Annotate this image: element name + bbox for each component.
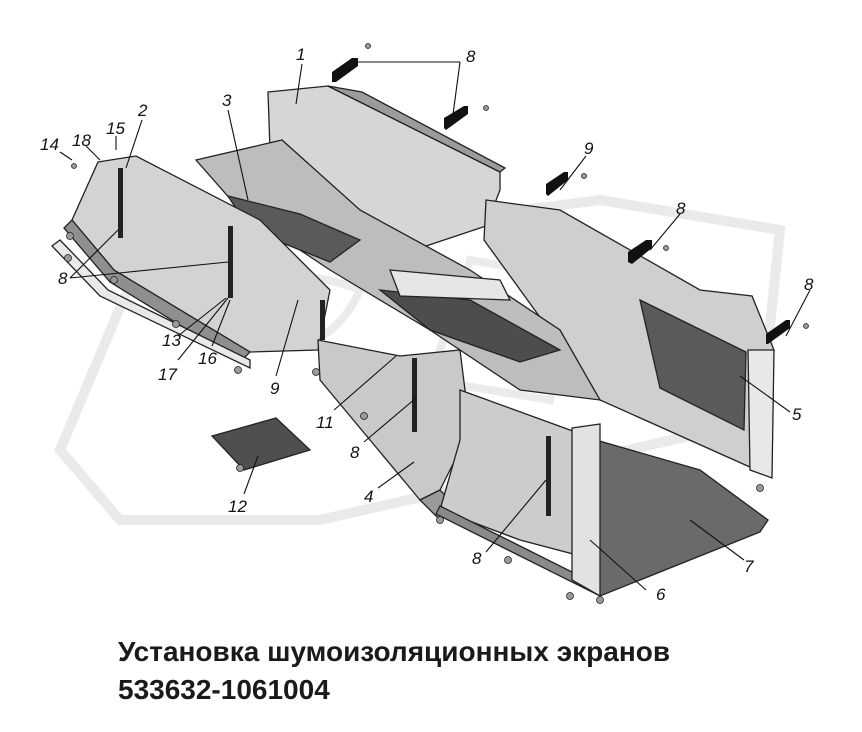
callout-5: 5	[792, 405, 802, 424]
screen-part-6	[435, 389, 601, 598]
callout-8a: 8	[466, 47, 476, 66]
callout-15: 15	[106, 119, 125, 138]
callout-12: 12	[228, 497, 247, 516]
diagram-title: Установка шумоизоляционных экранов	[118, 636, 671, 667]
callout-labels: 1 2 3 4 5 6 7 8 8 8 8 8 8 9 9 11 12 13 1…	[40, 45, 814, 604]
plate-part-12	[210, 417, 312, 471]
callout-13: 13	[162, 331, 181, 350]
callout-18: 18	[72, 131, 91, 150]
callout-6: 6	[656, 585, 666, 604]
screen-part-7	[571, 423, 769, 598]
callout-8c: 8	[676, 199, 686, 218]
callout-9b: 9	[270, 379, 280, 398]
diagram-part-number: 533632-1061004	[118, 674, 330, 705]
callout-17: 17	[158, 365, 177, 384]
callout-16: 16	[198, 349, 217, 368]
callout-7: 7	[744, 557, 754, 576]
callout-2: 2	[137, 101, 148, 120]
callout-8e: 8	[350, 443, 360, 462]
callout-1: 1	[296, 45, 305, 64]
callout-9a: 9	[584, 139, 594, 158]
noise-insulation-assembly-diagram: 1 2 3 4 5 6 7 8 8 8 8 8 8 9 9 11 12 13 1…	[40, 43, 814, 604]
brackets-part-8	[118, 58, 790, 516]
callout-14: 14	[40, 135, 59, 154]
leader-lines	[59, 61, 811, 591]
callout-11: 11	[316, 413, 334, 432]
callout-8d: 8	[804, 275, 814, 294]
cabin-floor-centre	[194, 139, 602, 401]
screen-part-5	[483, 199, 775, 479]
callout-3: 3	[222, 91, 232, 110]
screen-part-2	[51, 155, 331, 370]
callout-4: 4	[364, 487, 373, 506]
callout-8f: 8	[472, 549, 482, 568]
mounting-bolts	[64, 43, 809, 604]
callout-8b: 8	[58, 269, 68, 288]
